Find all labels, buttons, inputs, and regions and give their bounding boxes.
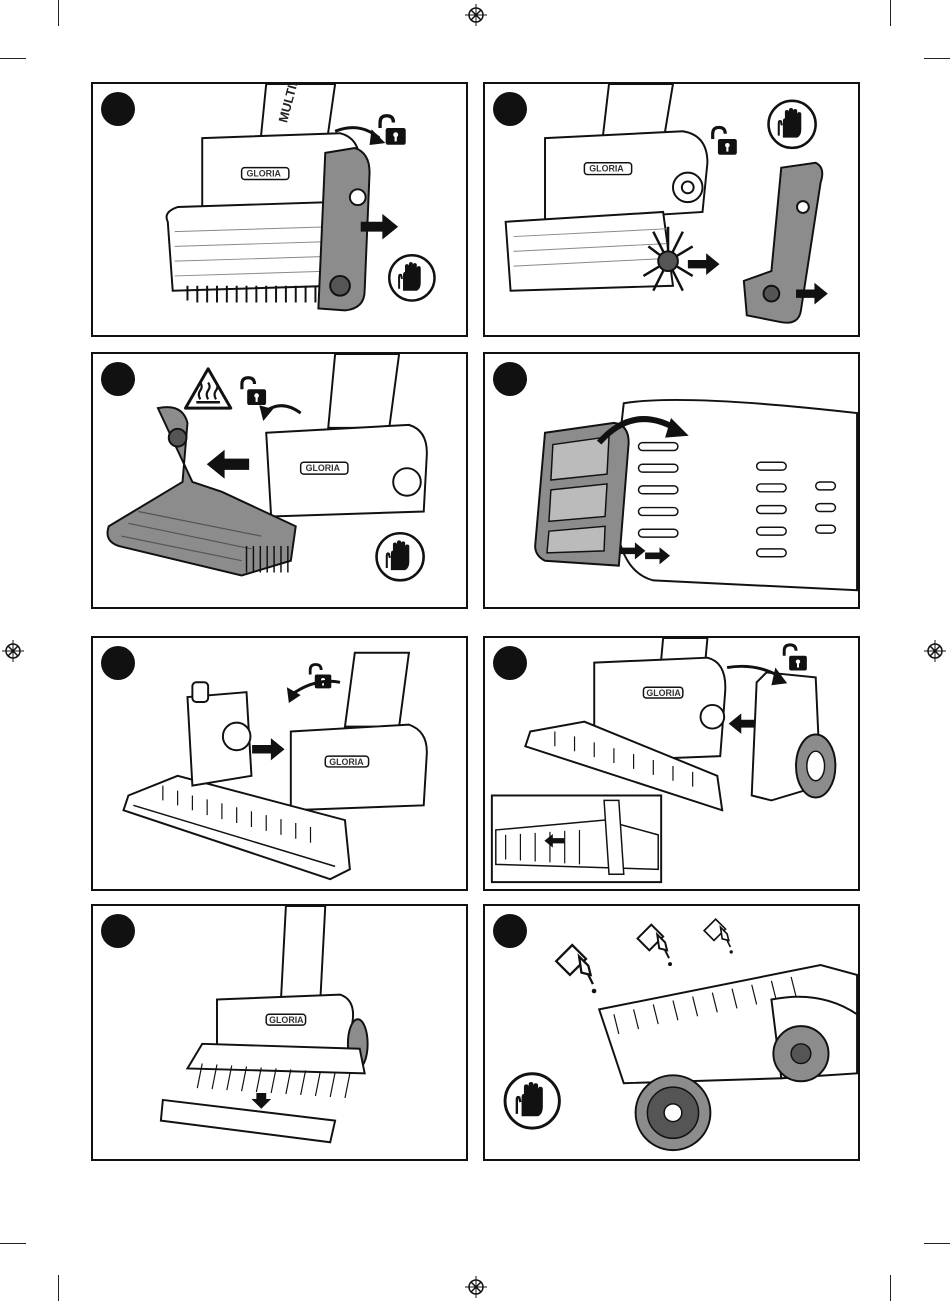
crop-mark bbox=[890, 0, 891, 26]
gloria-logo: GLORIA bbox=[269, 1015, 304, 1025]
step-panel-2: GLORIA bbox=[483, 82, 860, 337]
step-panel-7: GLORIA bbox=[91, 904, 468, 1161]
crop-mark bbox=[924, 58, 950, 59]
registration-mark-right bbox=[924, 640, 946, 662]
illustration-wheel-unit-attach: GLORIA bbox=[485, 638, 858, 889]
crop-mark bbox=[924, 1243, 950, 1244]
oil-bottle-icon bbox=[704, 919, 733, 953]
crop-mark bbox=[58, 0, 59, 26]
arrow-right-icon bbox=[252, 738, 284, 760]
step-panel-4 bbox=[483, 352, 860, 609]
step-panel-5: GLORIA bbox=[91, 636, 468, 891]
illustration-hood-removal: GLORIA bbox=[93, 354, 466, 607]
illustration-side-cover-removal: MULTIBRUSH GLORIA bbox=[93, 84, 466, 335]
glove-icon bbox=[505, 1074, 559, 1128]
crop-mark bbox=[0, 1243, 26, 1244]
illustration-filter-removal bbox=[485, 354, 858, 607]
oil-bottle-icon bbox=[638, 925, 672, 966]
registration-mark-bottom bbox=[465, 1276, 487, 1298]
gloria-logo: GLORIA bbox=[329, 757, 364, 767]
illustration-lubrication bbox=[485, 906, 858, 1159]
step-panel-3: GLORIA bbox=[91, 352, 468, 609]
unlock-icon bbox=[380, 116, 406, 145]
illustration-squeegee-attach: GLORIA bbox=[93, 638, 466, 889]
unlock-icon bbox=[242, 378, 266, 405]
glove-icon bbox=[389, 255, 434, 300]
illustration-brush-roller-removal: GLORIA bbox=[485, 84, 858, 335]
arrow-right-icon bbox=[688, 253, 720, 275]
crop-mark bbox=[58, 1275, 59, 1301]
registration-mark-left bbox=[2, 640, 24, 662]
gloria-logo: GLORIA bbox=[589, 164, 624, 174]
arrow-left-icon bbox=[207, 450, 249, 479]
unlock-icon bbox=[713, 127, 737, 154]
gloria-logo: GLORIA bbox=[247, 169, 282, 179]
glove-icon bbox=[769, 101, 816, 148]
crop-mark bbox=[890, 1275, 891, 1301]
illustration-squeegee-blade-removal: GLORIA bbox=[93, 906, 466, 1159]
arrow-down-icon bbox=[251, 1093, 271, 1109]
hot-surface-warning-icon bbox=[185, 369, 230, 408]
oil-bottle-icon bbox=[556, 945, 596, 993]
crop-mark bbox=[0, 58, 26, 59]
step-panel-6: GLORIA bbox=[483, 636, 860, 891]
unlock-icon bbox=[784, 645, 807, 671]
step-panel-8 bbox=[483, 904, 860, 1161]
glove-icon bbox=[377, 533, 424, 580]
gloria-logo: GLORIA bbox=[306, 463, 341, 473]
gloria-logo: GLORIA bbox=[646, 688, 681, 698]
registration-mark-top bbox=[465, 4, 487, 26]
step-panel-1: MULTIBRUSH GLORIA bbox=[91, 82, 468, 337]
